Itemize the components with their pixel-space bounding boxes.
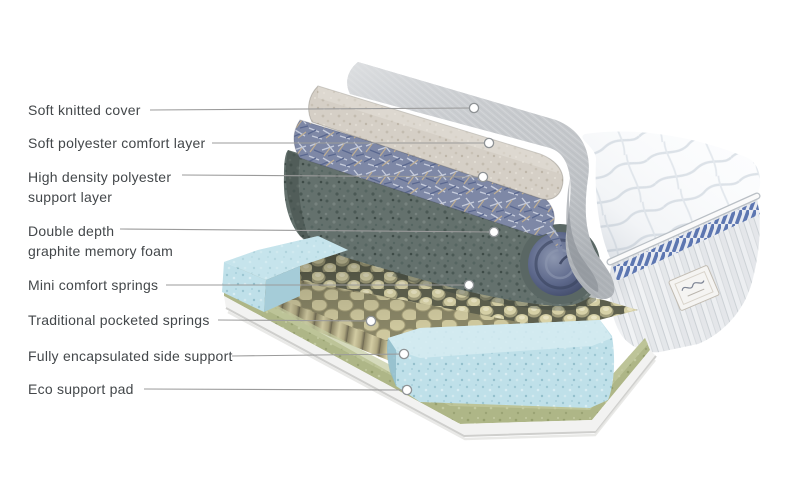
leader-dot-comfort-layer	[483, 137, 495, 149]
label-line: Fully encapsulated side support	[28, 348, 233, 364]
label-high-density-polyester-support-layer: High density polyester support layer	[28, 167, 171, 207]
label-line: Traditional pocketed springs	[28, 312, 210, 328]
base-layer	[224, 296, 657, 441]
leader-dot-eco-pad	[401, 384, 413, 396]
label-double-depth-graphite-memory-foam: Double depth graphite memory foam	[28, 221, 173, 261]
leader-dots	[365, 102, 500, 396]
leader-line-pocketed-springs	[217, 319, 372, 322]
leader-dot-support-layer	[477, 171, 489, 183]
knitted-cover-layer	[347, 62, 615, 300]
label-line: Soft polyester comfort layer	[28, 135, 206, 151]
leader-dot-knitted-cover	[468, 102, 480, 114]
leader-line-memory-foam	[119, 228, 495, 233]
leader-line-knitted-cover	[149, 107, 475, 111]
label-line: Soft knitted cover	[28, 102, 141, 118]
label-line: graphite memory foam	[28, 243, 174, 259]
leader-dot-memory-foam	[488, 226, 500, 238]
leader-dot-mini-springs	[463, 279, 475, 291]
label-eco-support-pad: Eco support pad	[28, 379, 134, 399]
label-line: High density polyester	[28, 169, 172, 185]
finished-mattress-corner	[582, 131, 761, 353]
border-tape	[613, 201, 760, 281]
label-traditional-pocketed-springs: Traditional pocketed springs	[28, 310, 210, 330]
label-line: Mini comfort springs	[28, 277, 159, 293]
label-line: Double depth	[28, 223, 115, 239]
brand-label	[668, 265, 720, 311]
label-mini-comfort-springs: Mini comfort springs	[28, 275, 158, 295]
label-soft-knitted-cover: Soft knitted cover	[28, 100, 141, 120]
label-fully-encapsulated-side-support: Fully encapsulated side support	[28, 346, 233, 366]
leader-line-side-support	[231, 353, 405, 357]
leader-dot-pocketed-springs	[365, 315, 377, 327]
mini-comfort-springs-layer	[236, 244, 638, 330]
side-support-foam	[222, 236, 615, 408]
label-line: support layer	[28, 189, 113, 205]
leader-lines	[119, 107, 495, 391]
leader-dot-side-support	[398, 348, 410, 360]
leader-line-eco-pad	[143, 388, 408, 391]
leader-line-support-layer	[181, 174, 484, 178]
polyester-support-layer	[293, 119, 563, 258]
label-soft-polyester-comfort-layer: Soft polyester comfort layer	[28, 133, 205, 153]
graphite-memory-foam-layer	[283, 150, 600, 311]
label-line: Eco support pad	[28, 381, 134, 397]
